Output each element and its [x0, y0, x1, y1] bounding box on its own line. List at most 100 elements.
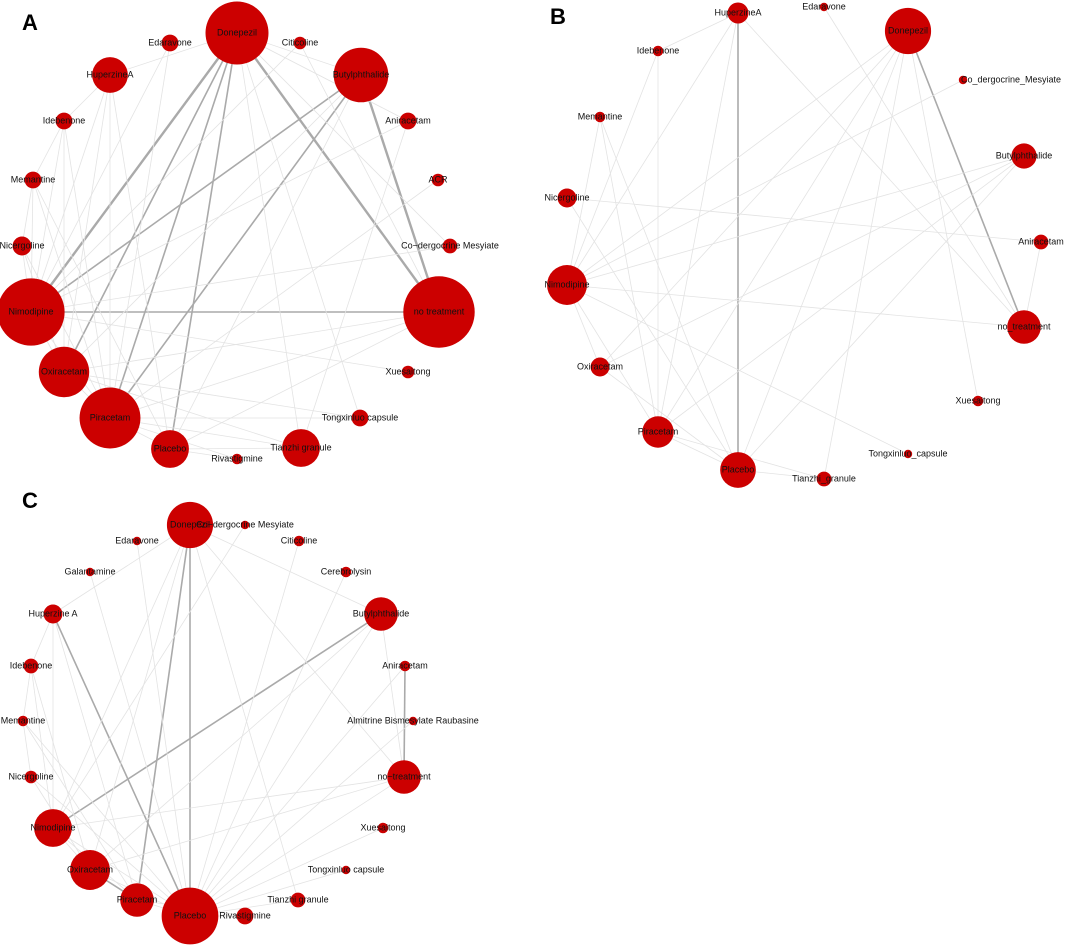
- node-edaravone: [132, 536, 142, 546]
- node-citicoline: [293, 535, 305, 547]
- edge-nicergoline-memantine: [22, 720, 32, 778]
- edge-no_treatment-placebo: [169, 311, 440, 450]
- edge-donepezil-piracetam: [657, 30, 909, 433]
- edge-nicergoline-piracetam: [21, 245, 111, 419]
- node-no_treatment: [1007, 310, 1041, 344]
- edge-donepezil-huperzine: [52, 524, 191, 615]
- node-label-co_dergocrine: Co−dergocrine Mesyiate: [196, 519, 294, 529]
- node-placebo: [161, 887, 219, 945]
- edge-edaravone-piracetam: [109, 42, 171, 419]
- node-tongxinluo: [341, 865, 351, 875]
- node-label-almitrine: Almitrine Bismesylate Raubasine: [347, 715, 479, 725]
- node-label-cerebrolysin: Cerebrolysin: [321, 566, 372, 576]
- edge-no_treatment-placebo: [189, 776, 405, 917]
- edge-huperzine-nimodipine: [566, 12, 739, 286]
- node-label-donepezil: Donepezil: [217, 27, 257, 37]
- node-oxiracetam: [70, 850, 110, 890]
- node-label-edaravone: Edaravone: [115, 535, 159, 545]
- node-tianzhi: [816, 471, 832, 487]
- edge-butylphthalide-oxiracetam: [63, 74, 362, 373]
- node-placebo: [151, 430, 189, 468]
- edge-nicergoline-placebo: [30, 776, 191, 917]
- edge-donepezil-oxiracetam: [599, 30, 909, 368]
- node-label-placebo: Placebo: [154, 443, 187, 453]
- node-xuesaitong: [401, 365, 415, 379]
- node-label-tianzhi: Tianzhi_granule: [792, 473, 856, 483]
- edge-donepezil-piracetam: [136, 524, 191, 901]
- panel-label-a: A: [22, 10, 38, 35]
- node-label-tongxinluo: Tongxinluo_capsule: [868, 448, 947, 458]
- node-label-nimodipine: Nimodipine: [30, 822, 75, 832]
- edge-oxiracetam-no_treatment: [63, 311, 440, 373]
- edge-piracetam-acr: [109, 179, 439, 419]
- edge-donepezil-tongxinluo: [236, 32, 361, 419]
- node-label-no_treatment: no−treatment: [377, 771, 431, 781]
- edge-cerebrolysin-placebo: [189, 571, 347, 917]
- node-xuesaitong: [377, 822, 389, 834]
- panel-label-c: C: [22, 488, 38, 513]
- edge-piracetam-nimodipine: [566, 284, 659, 433]
- node-edaravone: [161, 34, 179, 52]
- node-placebo: [720, 452, 756, 488]
- node-citicoline: [293, 36, 307, 50]
- node-xuesaitong: [972, 395, 984, 407]
- edge-nimodipine-huperzine: [30, 74, 111, 313]
- node-label-edaravone: Edaravone: [148, 37, 192, 47]
- edge-no_treatment-aniracetam: [403, 665, 406, 778]
- node-butylphthalide: [364, 597, 398, 631]
- edge-aniracetam-tianzhi: [300, 120, 409, 449]
- edge-huperzine-piracetam: [657, 12, 739, 433]
- node-label-xuesaitong: Xuesaitong: [955, 395, 1000, 405]
- edge-tianzhi-oxiracetam: [63, 371, 302, 449]
- node-no_treatment: [403, 276, 475, 348]
- node-label-acr: ACR: [428, 174, 448, 184]
- node-tongxinluo: [351, 409, 369, 427]
- node-label-nimodipine: Nimodipine: [544, 279, 589, 289]
- node-label-huperzine: HuperzineA: [714, 7, 761, 17]
- node-label-nimodipine: Nimodipine: [8, 306, 53, 316]
- node-label-rivastigmine: Rivastigmine: [211, 453, 263, 463]
- node-label-co_dergocrine: Co_dergocrine_Mesyiate: [961, 74, 1061, 84]
- edge-memantine-piracetam: [32, 179, 111, 419]
- edge-donepezil-no_treatment: [907, 30, 1025, 328]
- edge-xuesaitong-placebo: [189, 827, 384, 917]
- edge-citicoline-no_treatment: [299, 42, 440, 313]
- edge-butylphthalide-nimodipine: [52, 613, 382, 829]
- node-label-memantine: Memantine: [1, 715, 46, 725]
- edge-nicergoline-aniracetam: [566, 197, 1042, 243]
- node-nimodipine: [34, 809, 72, 847]
- edge-co_dergocrine-nimodipine: [30, 245, 451, 313]
- edge-nimodipine-no_treatment: [566, 284, 1025, 328]
- node-butylphthalide: [1011, 143, 1037, 169]
- node-rivastigmine: [231, 453, 243, 465]
- node-donepezil: [205, 1, 269, 65]
- edge-edaravone-no_treatment: [823, 6, 1025, 328]
- node-label-oxiracetam: Oxiracetam: [67, 864, 113, 874]
- edge-donepezil-no_treatment: [236, 32, 440, 313]
- edge-tongxinluo-oxiracetam: [63, 371, 361, 419]
- edge-aniracetam-placebo: [189, 665, 406, 917]
- edge-memantine-placebo: [599, 116, 739, 471]
- edge-butylphthalide-placebo: [737, 155, 1025, 471]
- node-acr: [431, 173, 445, 187]
- node-memantine: [24, 171, 42, 189]
- node-label-piracetam: Piracetam: [90, 412, 131, 422]
- edge-idebenone-oxiracetam: [30, 665, 91, 871]
- edge-oxiracetam-placebo: [599, 366, 739, 471]
- node-label-no_treatment: no treatment: [414, 306, 465, 316]
- node-label-rivastigmine: Rivastigmine: [219, 910, 271, 920]
- edge-aniracetam-donepezil: [236, 32, 409, 122]
- edge-butylphthalide-placebo: [169, 74, 362, 450]
- edge-no_treatment-butylphthalide: [380, 613, 405, 778]
- node-label-nicergoline: Nicergoline: [0, 240, 45, 250]
- node-label-idebenone: Idebenone: [637, 45, 680, 55]
- node-co_dergocrine: [240, 520, 250, 530]
- edge-placebo-memantine: [32, 179, 171, 450]
- edge-co_dergocrine-donepezil: [236, 32, 451, 247]
- edge-butylphthalide-piracetam: [657, 155, 1025, 433]
- node-label-tianzhi: Tianzhi granule: [270, 442, 331, 452]
- node-piracetam: [79, 387, 141, 449]
